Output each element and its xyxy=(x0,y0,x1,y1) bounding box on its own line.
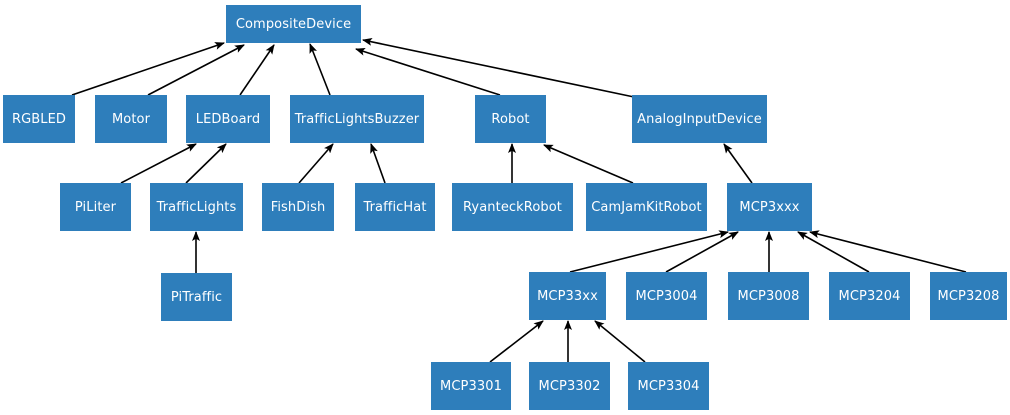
class-node-label: Robot xyxy=(491,111,530,127)
edge-trafficlightsbuzzer-to-compositedevice xyxy=(309,43,331,96)
class-node-label: TrafficLights xyxy=(156,199,237,215)
class-node-trafficlights[interactable]: TrafficLights xyxy=(150,183,243,231)
edge-robot-to-compositedevice xyxy=(355,47,501,96)
class-node-label: MCP3304 xyxy=(637,378,700,394)
class-node-label: AnalogInputDevice xyxy=(637,111,762,127)
class-node-piliter[interactable]: PiLiter xyxy=(60,183,131,231)
class-node-compositedevice[interactable]: CompositeDevice xyxy=(226,5,361,43)
edge-ledboard-to-compositedevice xyxy=(239,44,275,96)
class-node-mcp3301[interactable]: MCP3301 xyxy=(431,362,511,410)
class-node-mcp3204[interactable]: MCP3204 xyxy=(829,272,910,320)
class-node-mcp3xxx[interactable]: MCP3xxx xyxy=(727,183,812,231)
class-node-label: TrafficLightsBuzzer xyxy=(294,111,420,127)
class-node-mcp3304[interactable]: MCP3304 xyxy=(628,362,709,410)
class-node-label: CompositeDevice xyxy=(235,16,352,32)
edge-rgbled-to-compositedevice xyxy=(71,42,225,96)
edge-piliter-to-ledboard xyxy=(120,143,197,184)
class-node-mcp3008[interactable]: MCP3008 xyxy=(728,272,809,320)
edge-mcp3204-to-mcp3xxx xyxy=(797,231,870,273)
class-node-label: RGBLED xyxy=(11,111,67,127)
edge-mcp3301-to-mcp33xx xyxy=(489,320,544,363)
class-node-label: MCP3008 xyxy=(737,288,800,304)
class-node-label: Motor xyxy=(111,111,151,127)
class-node-label: MCP3208 xyxy=(937,288,1000,304)
edge-mcp3304-to-mcp33xx xyxy=(594,320,646,363)
class-node-ledboard[interactable]: LEDBoard xyxy=(186,95,270,143)
edge-analoginputdevice-to-compositedevice xyxy=(362,37,635,98)
edge-camjamkitrobot-to-robot xyxy=(543,144,634,184)
class-node-traffichat[interactable]: TrafficHat xyxy=(355,183,435,231)
class-node-ryanteckrobot[interactable]: RyanteckRobot xyxy=(452,183,573,231)
class-node-label: MCP3301 xyxy=(440,378,502,394)
class-node-label: MCP33xx xyxy=(537,288,598,304)
class-node-mcp3208[interactable]: MCP3208 xyxy=(930,272,1007,320)
class-node-camjamkitrobot[interactable]: CamJamKitRobot xyxy=(586,183,707,231)
edge-mcp33xx-to-mcp3xxx xyxy=(569,230,729,273)
edge-traffichat-to-trafficlightsbuzzer xyxy=(370,143,386,184)
class-node-label: PiLiter xyxy=(74,199,117,215)
class-node-motor[interactable]: Motor xyxy=(95,95,167,143)
class-node-label: LEDBoard xyxy=(195,111,261,127)
class-node-label: MCP3004 xyxy=(635,288,698,304)
class-node-label: MCP3xxx xyxy=(739,199,800,215)
edge-mcp3xxx-to-analoginputdevice xyxy=(723,143,753,184)
edge-fishdish-to-trafficlightsbuzzer xyxy=(298,143,334,184)
class-node-analoginputdevice[interactable]: AnalogInputDevice xyxy=(632,95,767,143)
edge-trafficlights-to-ledboard xyxy=(185,143,227,184)
edge-motor-to-compositedevice xyxy=(147,44,245,96)
class-node-label: FishDish xyxy=(270,199,326,215)
class-node-robot[interactable]: Robot xyxy=(475,95,546,143)
edge-mcp3004-to-mcp3xxx xyxy=(665,231,739,273)
class-node-mcp3302[interactable]: MCP3302 xyxy=(529,362,610,410)
class-node-mcp33xx[interactable]: MCP33xx xyxy=(529,272,606,320)
class-node-label: TrafficHat xyxy=(363,199,427,215)
class-node-rgbled[interactable]: RGBLED xyxy=(3,95,75,143)
class-node-trafficlightsbuzzer[interactable]: TrafficLightsBuzzer xyxy=(290,95,424,143)
class-node-label: MCP3302 xyxy=(538,378,601,394)
class-node-pitraffic[interactable]: PiTraffic xyxy=(161,273,232,321)
class-node-mcp3004[interactable]: MCP3004 xyxy=(626,272,707,320)
class-node-fishdish[interactable]: FishDish xyxy=(262,183,334,231)
class-node-label: RyanteckRobot xyxy=(463,199,562,215)
class-node-label: CamJamKitRobot xyxy=(591,199,702,215)
class-node-label: MCP3204 xyxy=(838,288,901,304)
edge-mcp3208-to-mcp3xxx xyxy=(809,230,967,273)
class-node-label: PiTraffic xyxy=(170,289,223,305)
